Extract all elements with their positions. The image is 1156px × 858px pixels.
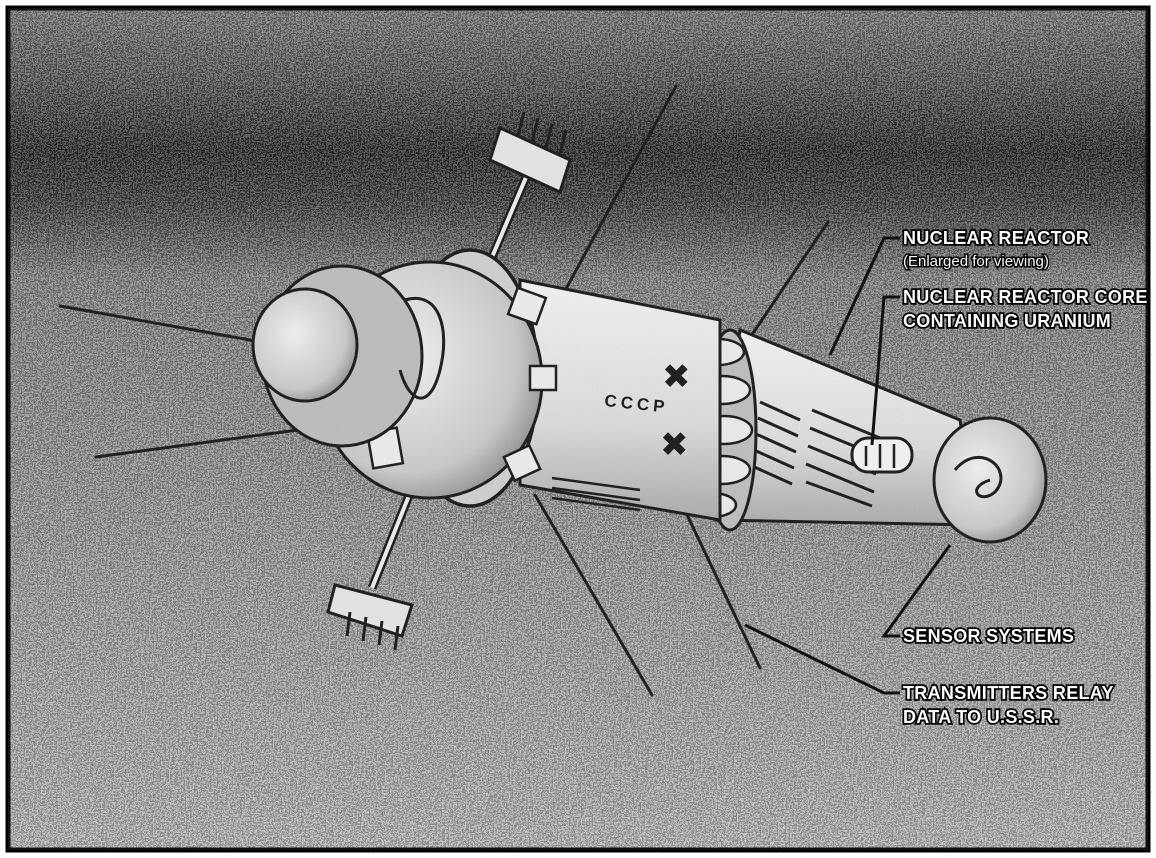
label-sensor-systems: SENSOR SYSTEMS (903, 626, 1074, 646)
print-grain (8, 8, 1148, 850)
callouts: NUCLEAR REACTOR (Enlarged for viewing) N… (901, 226, 1149, 728)
label-reactor-note: (Enlarged for viewing) (903, 253, 1049, 270)
label-reactor-core-line2: CONTAINING URANIUM (903, 311, 1111, 331)
label-transmitters-line1: TRANSMITTERS RELAY (903, 683, 1114, 703)
label-nuclear-reactor: NUCLEAR REACTOR (903, 228, 1089, 248)
label-transmitters-line2: DATA TO U.S.S.R. (903, 707, 1059, 727)
label-reactor-core-line1: NUCLEAR REACTOR CORE (903, 287, 1148, 307)
